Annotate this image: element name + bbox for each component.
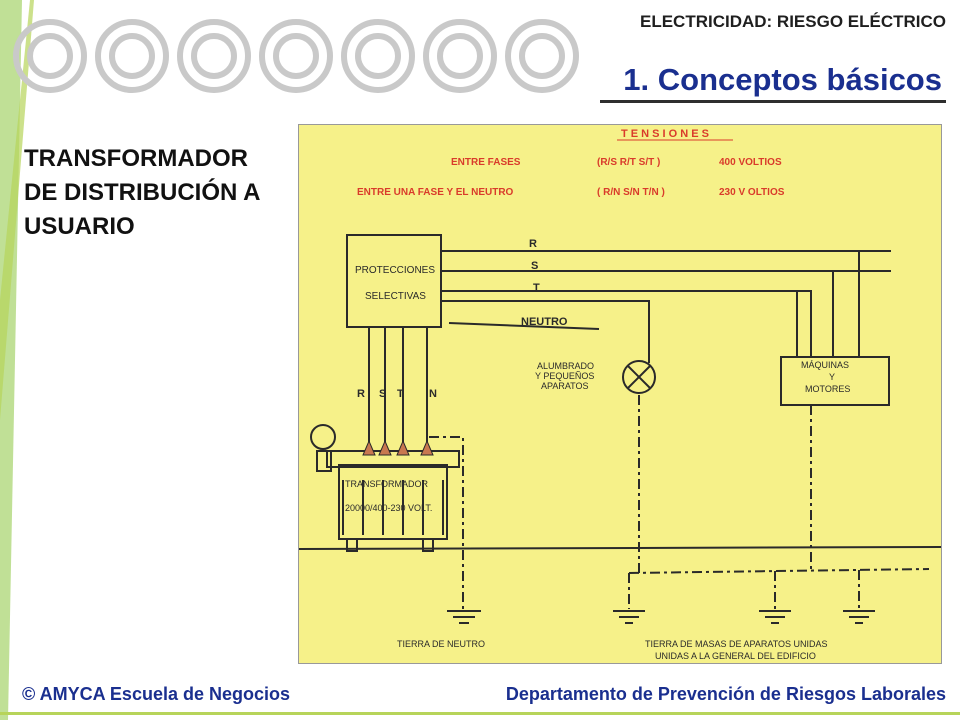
- lamp-icon: [622, 360, 656, 394]
- header-topic: ELECTRICIDAD: RIESGO ELÉCTRICO: [639, 12, 946, 31]
- section-heading: TRANSFORMADOR DE DISTRIBUCIÓN A USUARIO: [24, 142, 294, 244]
- transformer-diagram: T E N S I O N E S ENTRE FASES (R/S R/T S…: [298, 124, 942, 664]
- row2-value: 230 V OLTIOS: [719, 187, 785, 198]
- line-s-label: S: [531, 260, 538, 272]
- logo-watermark-row: [13, 19, 579, 93]
- footer-department: Departamento de Prevención de Riesgos La…: [505, 684, 946, 704]
- protecciones-label-1: PROTECCIONES: [355, 265, 435, 276]
- phase-s-label: S: [379, 388, 386, 400]
- maquinas-label-2: Y: [829, 372, 835, 382]
- tierra-masas-label-1: TIERRA DE MASAS DE APARATOS UNIDAS: [645, 639, 828, 649]
- heading-line-2: DE DISTRIBUCIÓN A: [24, 179, 261, 206]
- transformador-label: TRANSFORMADOR: [345, 479, 429, 489]
- line-r-label: R: [529, 238, 537, 250]
- alumbrado-label-3: APARATOS: [541, 381, 589, 391]
- tierra-neutro-label: TIERRA DE NEUTRO: [397, 639, 485, 649]
- maquinas-label-3: MOTORES: [805, 384, 850, 394]
- footer-company: © AMYCA Escuela de Negocios: [22, 684, 290, 704]
- row1-label: ENTRE FASES: [451, 157, 521, 168]
- row2-label: ENTRE UNA FASE Y EL NEUTRO: [357, 187, 514, 198]
- footer-divider: [0, 712, 960, 715]
- tierra-masas-label-2: UNIDAS A LA GENERAL DEL EDIFICIO: [655, 651, 816, 661]
- heading-line-3: USUARIO: [24, 213, 135, 240]
- phase-r-label: R: [357, 388, 365, 400]
- page-title: 1. Conceptos básicos: [619, 62, 946, 98]
- protecciones-label-2: SELECTIVAS: [365, 291, 426, 302]
- green-accent-shape: [0, 0, 34, 720]
- diagram-canvas: T E N S I O N E S ENTRE FASES (R/S R/T S…: [299, 128, 941, 661]
- phase-t-label: T: [397, 388, 404, 400]
- header-divider: [600, 100, 946, 103]
- protecciones-box: [346, 234, 442, 328]
- alumbrado-label-2: Y PEQUEÑOS: [535, 371, 594, 381]
- alumbrado-label-1: ALUMBRADO: [537, 361, 594, 371]
- row1-codes: (R/S R/T S/T ): [597, 157, 660, 168]
- line-t-label: T: [533, 282, 540, 294]
- tensiones-title: T E N S I O N E S: [621, 128, 709, 140]
- heading-line-1: TRANSFORMADOR: [24, 145, 248, 172]
- row2-codes: ( R/N S/N T/N ): [597, 187, 665, 198]
- line-neutro-label: NEUTRO: [521, 316, 568, 328]
- maquinas-label-1: MÁQUINAS: [801, 360, 849, 370]
- voltage-label: 20000/400-230 VOLT.: [345, 503, 432, 513]
- phase-n-label: N: [429, 388, 437, 400]
- transformer-body: [338, 464, 448, 540]
- maquinas-box: [780, 356, 890, 406]
- row1-value: 400 VOLTIOS: [719, 157, 782, 168]
